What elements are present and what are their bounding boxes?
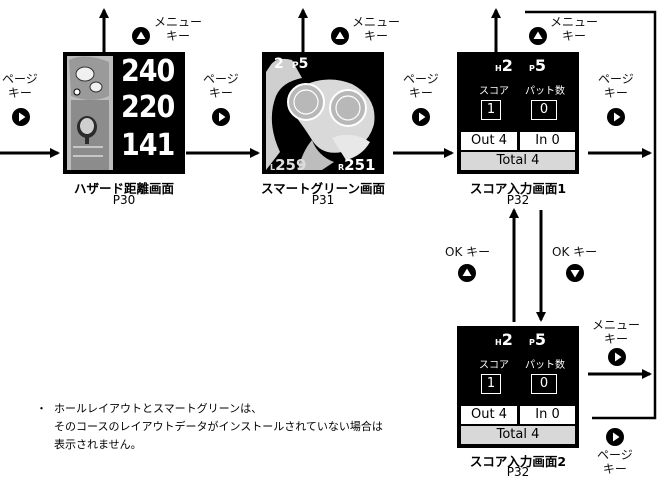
page-key-icon-5[interactable]	[606, 428, 624, 446]
menu-key-icon-4[interactable]	[608, 348, 626, 366]
loop-line-right	[525, 10, 657, 420]
menu-key-icon-2[interactable]	[331, 27, 349, 45]
green-right-distance: R251	[338, 156, 376, 174]
footnote-line-2: そのコースのレイアウトデータがインストールされていない場合は	[54, 420, 383, 433]
footnote-line-3: 表示されません。	[54, 438, 142, 451]
page-key-icon-4[interactable]	[607, 108, 625, 126]
ok-key-down-icon[interactable]	[566, 264, 584, 282]
score2-putt-label: パット数	[525, 360, 565, 371]
page-key-icon-left[interactable]	[12, 108, 30, 126]
score1-screen-page: P32	[506, 193, 530, 207]
menu-key-label-4: メニューキー	[592, 318, 641, 346]
score1-putt-field[interactable]: 0	[531, 100, 557, 120]
score1-score-field[interactable]: 1	[481, 100, 501, 120]
page-key-label-left: ページキー	[2, 72, 38, 100]
score2-par: P5	[529, 330, 547, 349]
score2-screen: H2 P5 スコア パット数 1 0 Out 4 In 0 Total 4	[457, 326, 579, 448]
page-key-icon-3[interactable]	[412, 108, 430, 126]
green-par: P5	[292, 56, 309, 72]
page-key-label-5: ページキー	[597, 448, 633, 476]
score2-putt-field[interactable]: 0	[531, 374, 557, 394]
footnote-line-1: ホールレイアウトとスマートグリーンは、	[54, 402, 263, 415]
score1-screen-title: スコア入力画面1	[469, 181, 567, 196]
smart-green-screen-page: P31	[311, 193, 335, 207]
score1-total: Total 4	[461, 152, 575, 170]
score1-score-label: スコア	[479, 86, 509, 97]
score2-hole: H2	[495, 330, 513, 349]
menu-key-label-2: メニューキー	[352, 15, 401, 43]
menu-key-label-3: メニューキー	[550, 15, 599, 43]
smart-green-screen-title: スマートグリーン画面	[260, 181, 386, 196]
score1-out: Out 4	[461, 132, 517, 150]
hazard-screen-title: ハザード距離画面	[73, 181, 175, 196]
green-hole-number: 2	[274, 56, 284, 72]
hazard-screen: 240 220 141	[63, 52, 185, 174]
hazard-distance-3: 141	[121, 128, 175, 163]
ok-key-up-icon[interactable]	[458, 264, 476, 282]
smart-green-graphic	[266, 58, 375, 170]
hazard-distance-2: 220	[121, 90, 175, 125]
score1-screen: H2 P5 スコア パット数 1 0 Out 4 In 0 Total 4	[457, 52, 579, 174]
ok-key-label-up: OK キー	[445, 245, 491, 259]
page-key-label-3: ページキー	[403, 72, 439, 100]
score2-score-label: スコア	[479, 360, 509, 371]
green-left-distance: L259	[270, 156, 307, 174]
score2-score-field[interactable]: 1	[481, 374, 501, 394]
page-key-label-2: ページキー	[203, 72, 239, 100]
score1-par: P5	[529, 56, 547, 75]
ok-key-label-down: OK キー	[552, 245, 598, 259]
score2-in: In 0	[520, 406, 575, 424]
smart-green-screen: 2 P5 L259 R251	[262, 52, 384, 174]
score1-putt-label: パット数	[525, 86, 565, 97]
score2-screen-page: P32	[506, 465, 530, 479]
page-key-icon-2[interactable]	[212, 108, 230, 126]
hazard-screen-page: P30	[112, 193, 136, 207]
score2-out: Out 4	[461, 406, 517, 424]
menu-key-label-1: メニューキー	[154, 15, 203, 43]
menu-key-icon-3[interactable]	[529, 27, 547, 45]
hazard-distance-1: 240	[121, 54, 175, 89]
score1-in: In 0	[520, 132, 575, 150]
page-key-label-4: ページキー	[598, 72, 634, 100]
score2-screen-title: スコア入力画面2	[469, 454, 567, 469]
footnote-bullet: ・	[36, 402, 47, 415]
menu-key-icon-1[interactable]	[132, 27, 150, 45]
score2-total: Total 4	[461, 426, 575, 444]
hazard-course-graphic	[67, 56, 113, 170]
score1-hole: H2	[495, 56, 513, 75]
